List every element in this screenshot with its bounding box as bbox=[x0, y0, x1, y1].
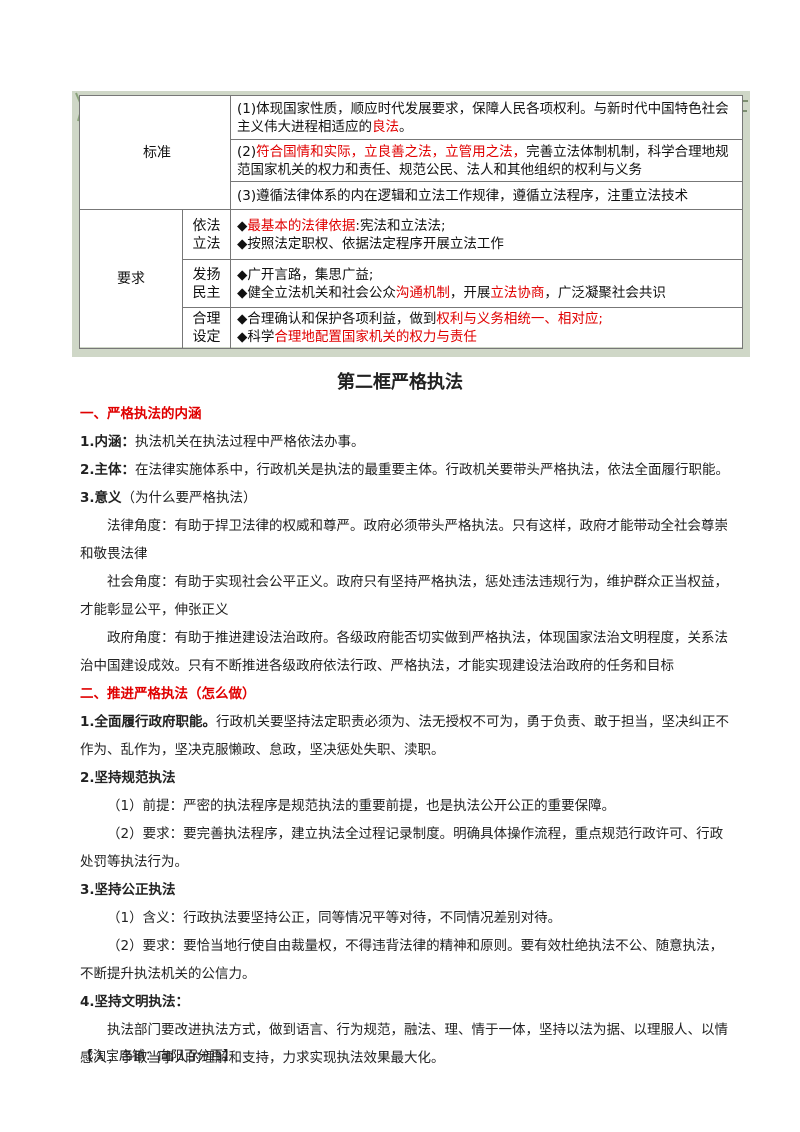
table-row: 标准 (1)体现国家性质，顺应时代发展要求，保障人民各项权利。与新时代中国特色社… bbox=[79, 95, 743, 210]
heading-standard-enforcement: 2.坚持规范执法 bbox=[80, 770, 176, 786]
paragraph-premise: （1）前提：严密的执法程序是规范执法的重要前提，也是执法公开公正的重要保障。 bbox=[107, 798, 616, 814]
paragraph-government-angle: 政府角度：有助于推进建设法治政府。各级政府能否切实做到严格执法，体现国家法治文明… bbox=[80, 630, 728, 674]
page-title: 第二框严格执法 bbox=[337, 372, 463, 393]
paragraph-society-angle: 社会角度：有助于实现社会公平正义。政府只有坚持严格执法，惩处违法违规行为，维护群… bbox=[80, 574, 728, 618]
req-row-3: ◆合理确认和保护各项利益，做到权利与义务相统一、相对应; ◆科学合理地配置国家机… bbox=[230, 307, 743, 349]
standard-row-3: (3)遵循法律体系的内在逻辑和立法工作规律，遵循立法程序，注重立法技术 bbox=[230, 181, 743, 210]
table-row: 要求 依法立法 ◆最基本的法律依据:宪法和立法法; ◆按照法定职权、依据法定程序… bbox=[79, 209, 743, 349]
req-label-legislation: 依法立法 bbox=[182, 209, 231, 260]
standard-label: 标准 bbox=[79, 95, 231, 210]
section-heading-2: 二、推进严格执法（怎么做） bbox=[80, 686, 256, 702]
requirement-label: 要求 bbox=[79, 209, 183, 349]
req-label-democracy: 发扬民主 bbox=[182, 259, 231, 308]
standard-row-2: (2)符合国情和实际，立良善之法，立管用之法，完善立法体制机制，科学合理地规范国… bbox=[230, 139, 743, 182]
document-body: 一、严格执法的内涵 1.内涵：执法机关在执法过程中严格依法办事。 2.主体：在法… bbox=[80, 400, 730, 1072]
paragraph-civil-enforcement: 执法部门要改进执法方式，做到语言、行为规范，融法、理、情于一体，坚持以法为据、以… bbox=[80, 1022, 728, 1066]
paragraph-requirement-1: （2）要求：要完善执法程序，建立执法全过程记录制度。明确具体操作流程，重点规范行… bbox=[80, 826, 724, 870]
paragraph-meaning: （1）含义：行政执法要坚持公正，同等情况平等对待，不同情况差别对待。 bbox=[107, 910, 562, 926]
table-row: (2)符合国情和实际，立良善之法，立管用之法，完善立法体制机制，科学合理地规范国… bbox=[80, 139, 743, 182]
paragraph-significance: 3.意义（为什么要严格执法） bbox=[80, 490, 257, 506]
heading-civil-enforcement: 4.坚持文明执法： bbox=[80, 994, 190, 1010]
paragraph-subject: 2.主体：在法律实施体系中，行政机关是执法的最重要主体。行政机关要带头严格执法，… bbox=[80, 462, 730, 478]
requirements-table: 标准 (1)体现国家性质，顺应时代发展要求，保障人民各项权利。与新时代中国特色社… bbox=[79, 95, 743, 349]
paragraph-perform-duties: 1.全面履行政府职能。行政机关要坚持法定职责必须为、法无授权不可为，勇于负责、敢… bbox=[80, 714, 730, 758]
paragraph-requirement-2: （2）要求：要恰当地行使自由裁量权，不得违背法律的精神和原则。要有效杜绝执法不公… bbox=[80, 938, 724, 982]
requirements-table-frame: 标准 (1)体现国家性质，顺应时代发展要求，保障人民各项权利。与新时代中国特色社… bbox=[72, 91, 750, 357]
footer-shop-note: 【淘宝店铺：向阳百分百】 bbox=[80, 1049, 237, 1064]
standard-row-1: (1)体现国家性质，顺应时代发展要求，保障人民各项权利。与新时代中国特色社会主义… bbox=[230, 95, 743, 140]
heading-fair-enforcement: 3.坚持公正执法 bbox=[80, 882, 176, 898]
table-row: (3)遵循法律体系的内在逻辑和立法工作规律，遵循立法程序，注重立法技术 bbox=[80, 181, 743, 210]
requirements-table-panel: 标准 (1)体现国家性质，顺应时代发展要求，保障人民各项权利。与新时代中国特色社… bbox=[79, 95, 743, 349]
req-row-2: ◆广开言路，集思广益; ◆健全立法机关和社会公众沟通机制，开展立法协商，广泛凝聚… bbox=[230, 259, 743, 308]
paragraph-connotation: 1.内涵：执法机关在执法过程中严格依法办事。 bbox=[80, 434, 365, 450]
req-row-1: ◆最基本的法律依据:宪法和立法法; ◆按照法定职权、依据法定程序开展立法工作 bbox=[230, 209, 743, 260]
section-heading-1: 一、严格执法的内涵 bbox=[80, 406, 202, 422]
table-row: 合理设定 ◆合理确认和保护各项利益，做到权利与义务相统一、相对应; ◆科学合理地… bbox=[80, 307, 743, 349]
paragraph-law-angle: 法律角度：有助于捍卫法律的权威和尊严。政府必须带头严格执法。只有这样，政府才能带… bbox=[80, 518, 728, 562]
req-label-reasonable: 合理设定 bbox=[182, 307, 231, 349]
